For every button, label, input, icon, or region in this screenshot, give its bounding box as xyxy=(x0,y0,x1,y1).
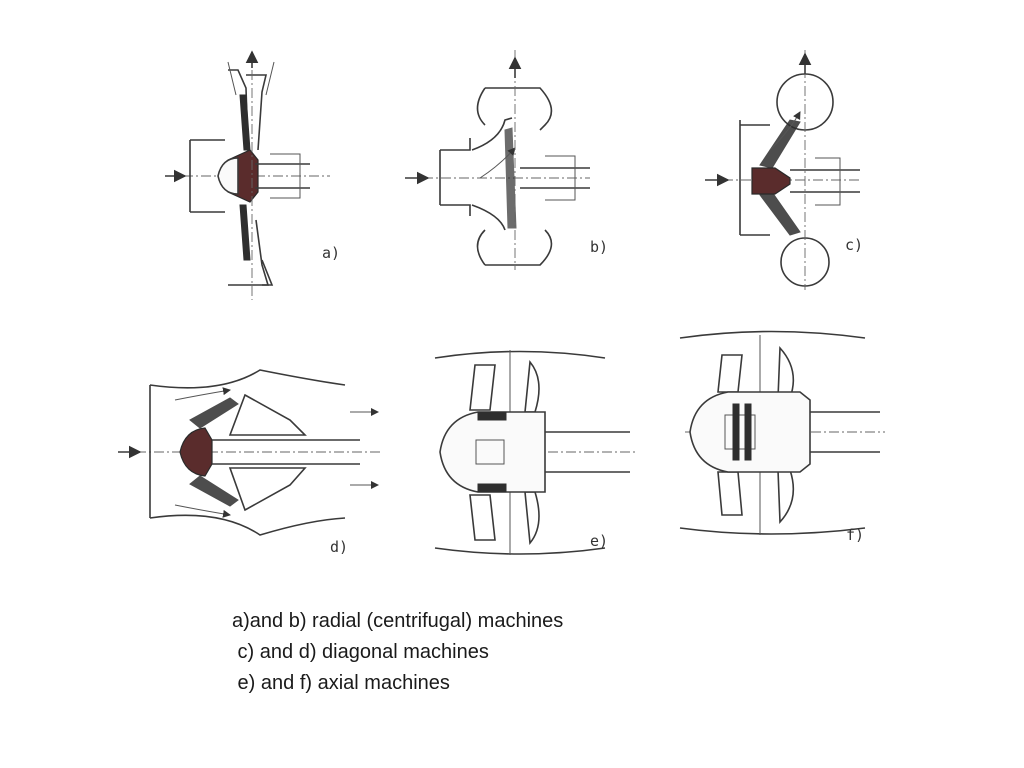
panel-b-label: b) xyxy=(590,238,608,256)
panel-c-diagonal-machine: c) xyxy=(705,50,863,290)
panel-a-label: a) xyxy=(322,244,340,262)
panel-c-label: c) xyxy=(845,236,863,254)
panel-a-radial-machine: a) xyxy=(165,50,340,300)
caption-line-radial: a)and b) radial (centrifugal) machines xyxy=(232,610,564,632)
panel-f-axial-machine: f) xyxy=(679,330,885,544)
panel-f-label: f) xyxy=(846,526,864,544)
caption-line-axial: e) and f) axial machines xyxy=(232,672,450,694)
caption-line-diagonal: c) and d) diagonal machines xyxy=(232,641,489,663)
panel-d-label: d) xyxy=(330,538,348,556)
panel-d-diagonal-machine: d) xyxy=(118,369,380,556)
panel-e-label: e) xyxy=(590,532,608,550)
figure-caption: a)and b) radial (centrifugal) machines c… xyxy=(232,606,752,699)
panel-e-axial-machine: e) xyxy=(434,350,635,555)
machine-types-figure: a) b) c xyxy=(118,50,885,556)
panel-b-radial-machine: b) xyxy=(405,50,608,270)
